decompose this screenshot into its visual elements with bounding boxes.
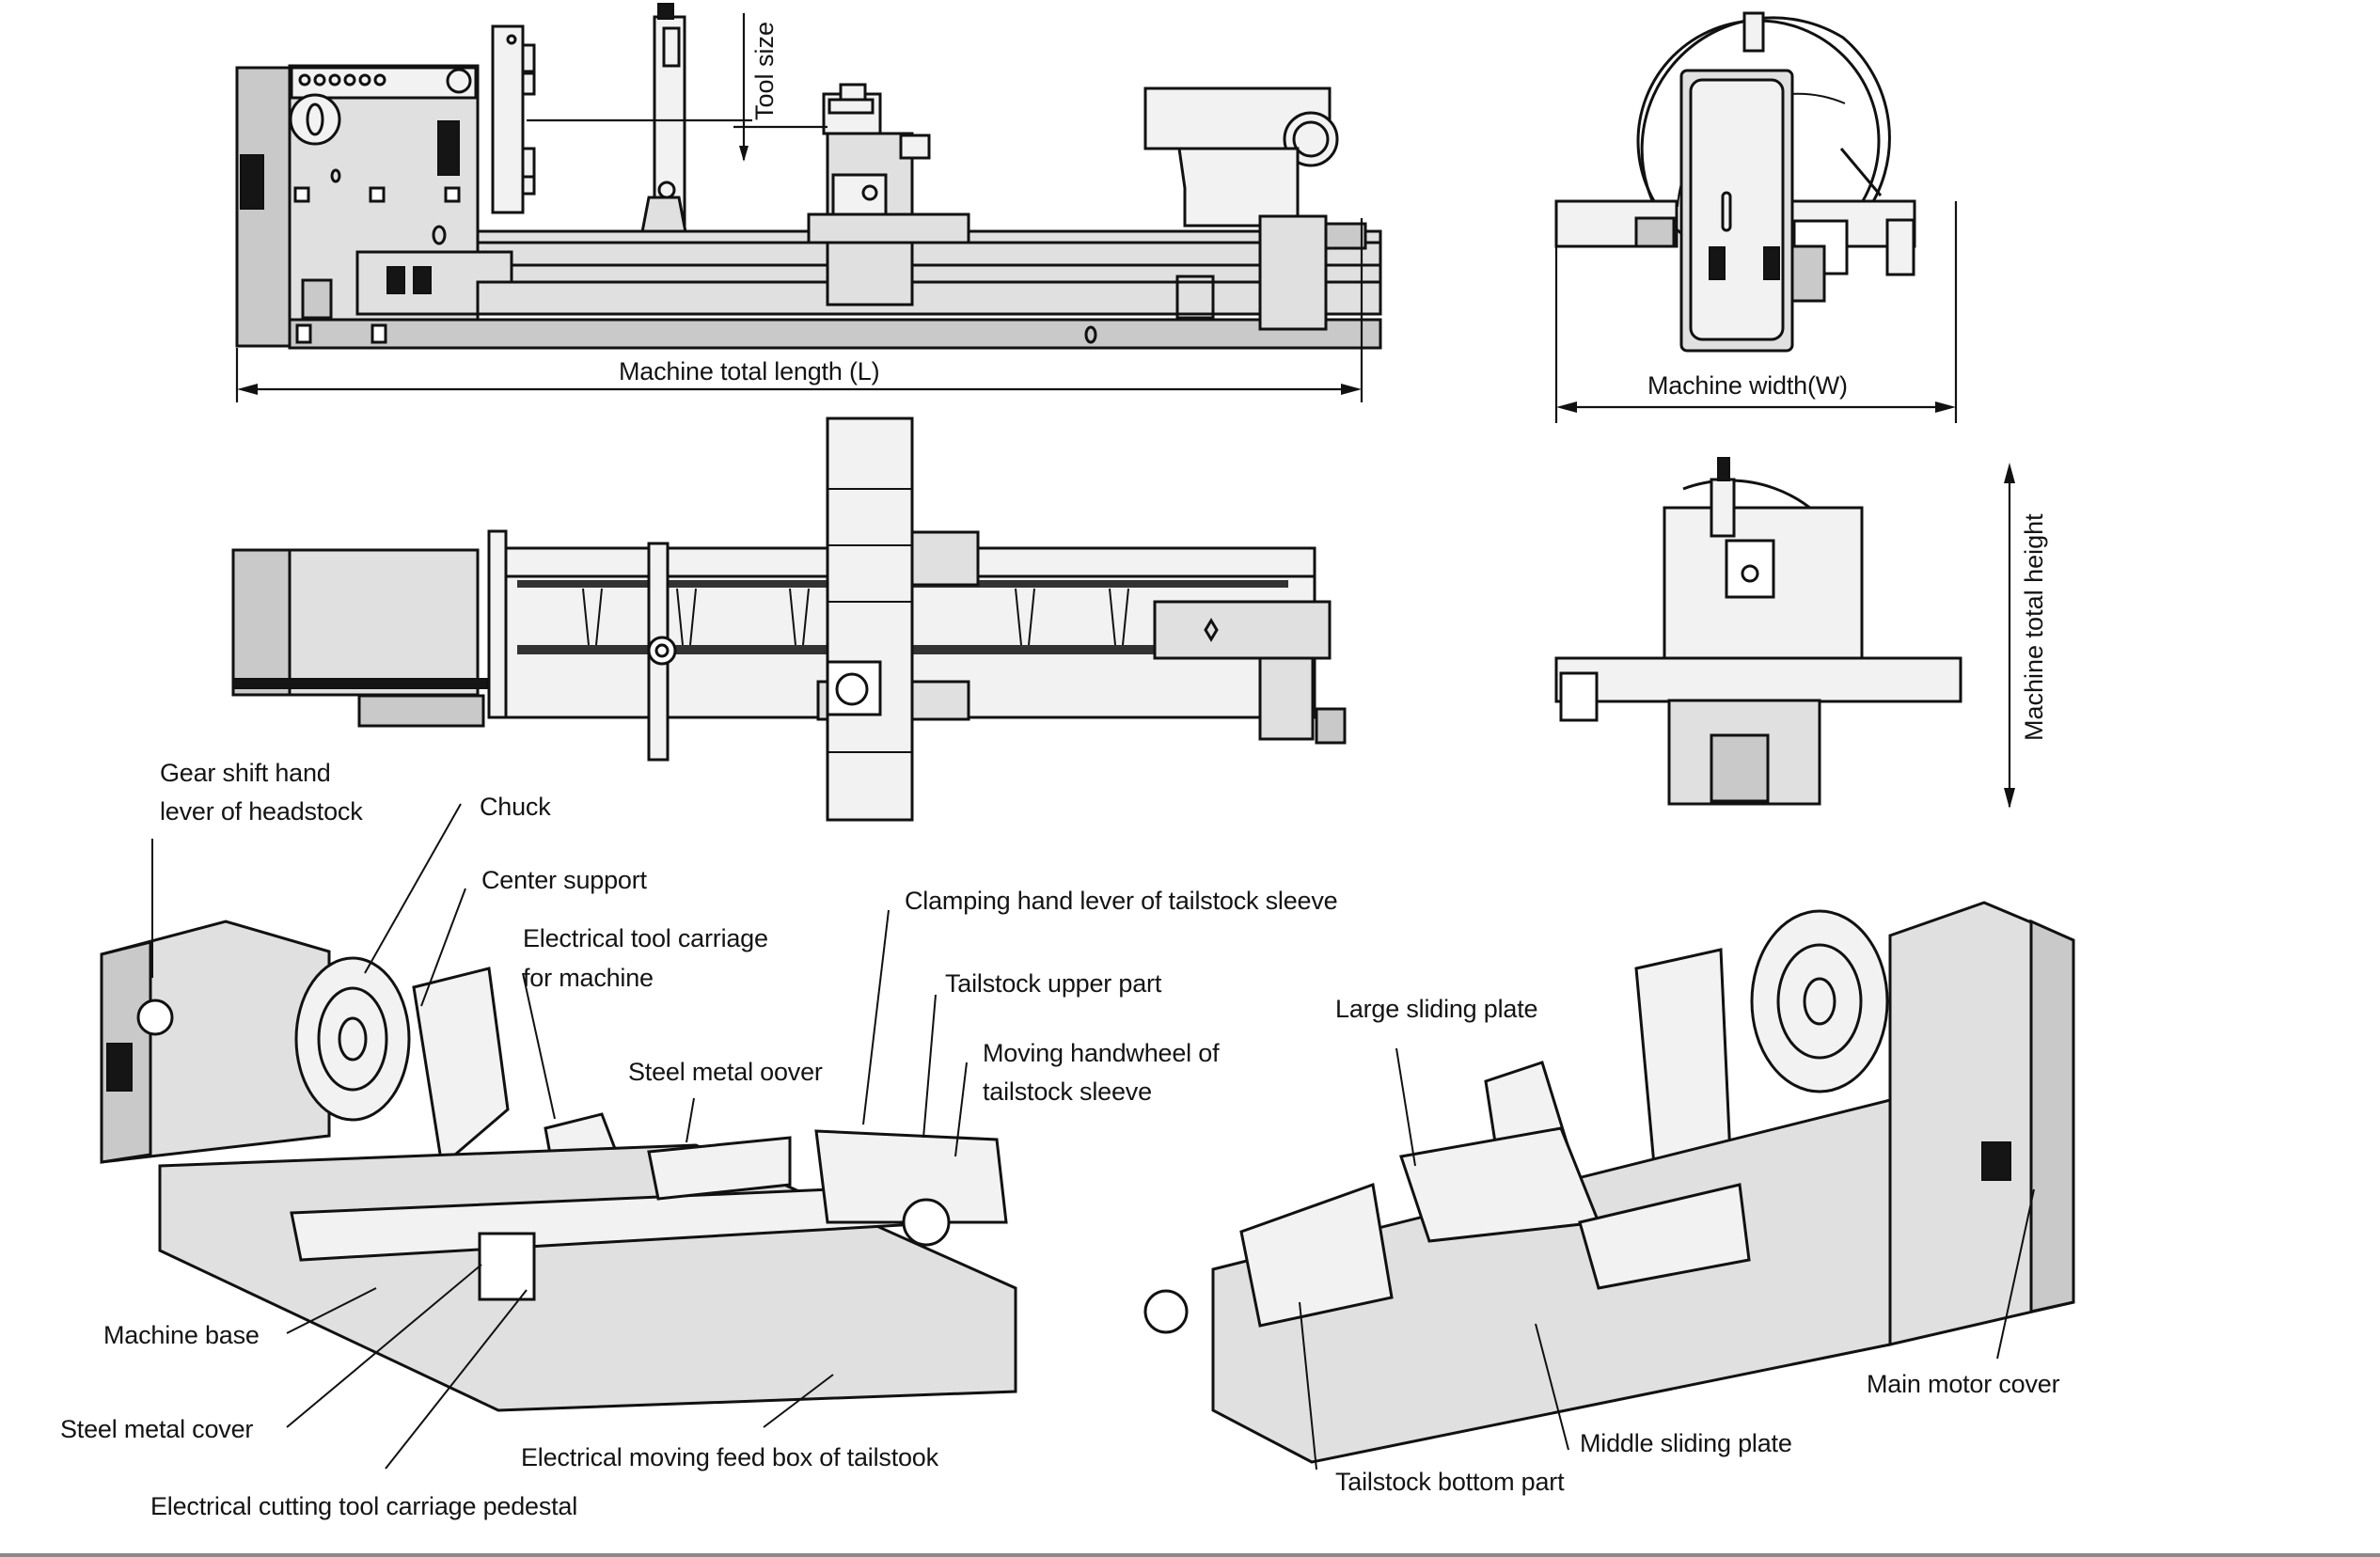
headstock-vent [240,154,264,210]
isometric-left-drawing [100,920,1017,1412]
callout-chuck: Chuck [480,793,551,821]
plan-bed-ribs [582,588,1129,646]
chuck-faceplate [491,24,525,214]
dimension-label-tool-size: Tool size [750,21,779,120]
callout-moving-handwheel-line1: Moving handwheel of [983,1039,1220,1067]
isometric-right-drawing [1143,901,2075,1464]
dimension-label-total-length: Machine total length (L) [619,357,880,385]
callout-clamping-lever: Clamping hand lever of tailstock sleeve [905,887,1338,915]
leader-lines [151,803,2035,1470]
iso-right-middle-sliding-plate [1578,1183,1751,1290]
callout-steel-metal-cover-bottom: Steel metal cover [60,1415,254,1443]
dimension-label-width: Machine width(W) [1647,371,1848,400]
plan-cross-slide [826,417,914,822]
callout-machine-base: Machine base [103,1321,260,1349]
cabinet-vent-right [1763,246,1780,280]
iso-left-metal-cover [647,1136,792,1201]
callout-center-support: Center support [481,866,647,894]
callout-gear-shift-line2: lever of headstock [160,797,363,826]
callout-main-motor-cover: Main motor cover [1867,1370,2060,1398]
motor-vent [301,278,333,320]
callout-steel-metal-cover-top: Steel metal oover [628,1058,823,1086]
control-pendant [437,120,460,176]
callout-large-sliding-plate: Large sliding plate [1335,995,1538,1023]
gear-selector-dial [289,93,341,146]
callout-tool-carriage-pedestal: Electrical cutting tool carriage pedesta… [150,1492,578,1520]
callout-electrical-tool-carriage-line1: Electrical tool carriage [523,924,768,952]
callout-moving-handwheel-line2: tailstock sleeve [983,1077,1152,1106]
callout-electrical-tool-carriage-line2: for machine [523,964,654,992]
end-elevation-drawing [1554,11,1958,423]
cabinet-vent-left [1709,246,1726,280]
callout-tailstock-bottom: Tailstock bottom part [1335,1468,1565,1496]
headstock-dials [298,68,472,94]
tailstock-end-bed [1554,656,1962,703]
iso-left-tailstock [814,1129,1008,1224]
iso-right-chuck [1750,909,1889,1093]
iso-left-chuck [294,956,411,1122]
plan-tailstock [1153,600,1332,660]
machine-base-front [288,318,1382,350]
callout-gear-shift-line1: Gear shift hand [160,759,331,787]
top-post [1742,11,1765,53]
tailstock-base [1258,214,1328,331]
front-elevation-drawing [235,3,1382,402]
callout-tailstock-upper: Tailstock upper part [945,969,1162,998]
bottom-border [0,1553,2380,1557]
tailstock-end-elevation-drawing [1554,457,2015,809]
plan-headstock [288,548,480,697]
plan-chuck [487,529,508,719]
dimension-label-total-height: Machine total height [2020,513,2048,741]
iso-right-large-sliding-plate [1399,1126,1601,1243]
iso-right-tailstock [1239,1182,1394,1328]
callout-feed-box: Electrical moving feed box of tailstook [521,1443,938,1471]
plan-headstock-end [231,548,292,697]
iso-right-center-support [1634,948,1732,1177]
iso-left-center-support [412,967,510,1169]
plan-view-drawing [231,417,1347,822]
callout-middle-sliding-plate: Middle sliding plate [1580,1429,1792,1457]
